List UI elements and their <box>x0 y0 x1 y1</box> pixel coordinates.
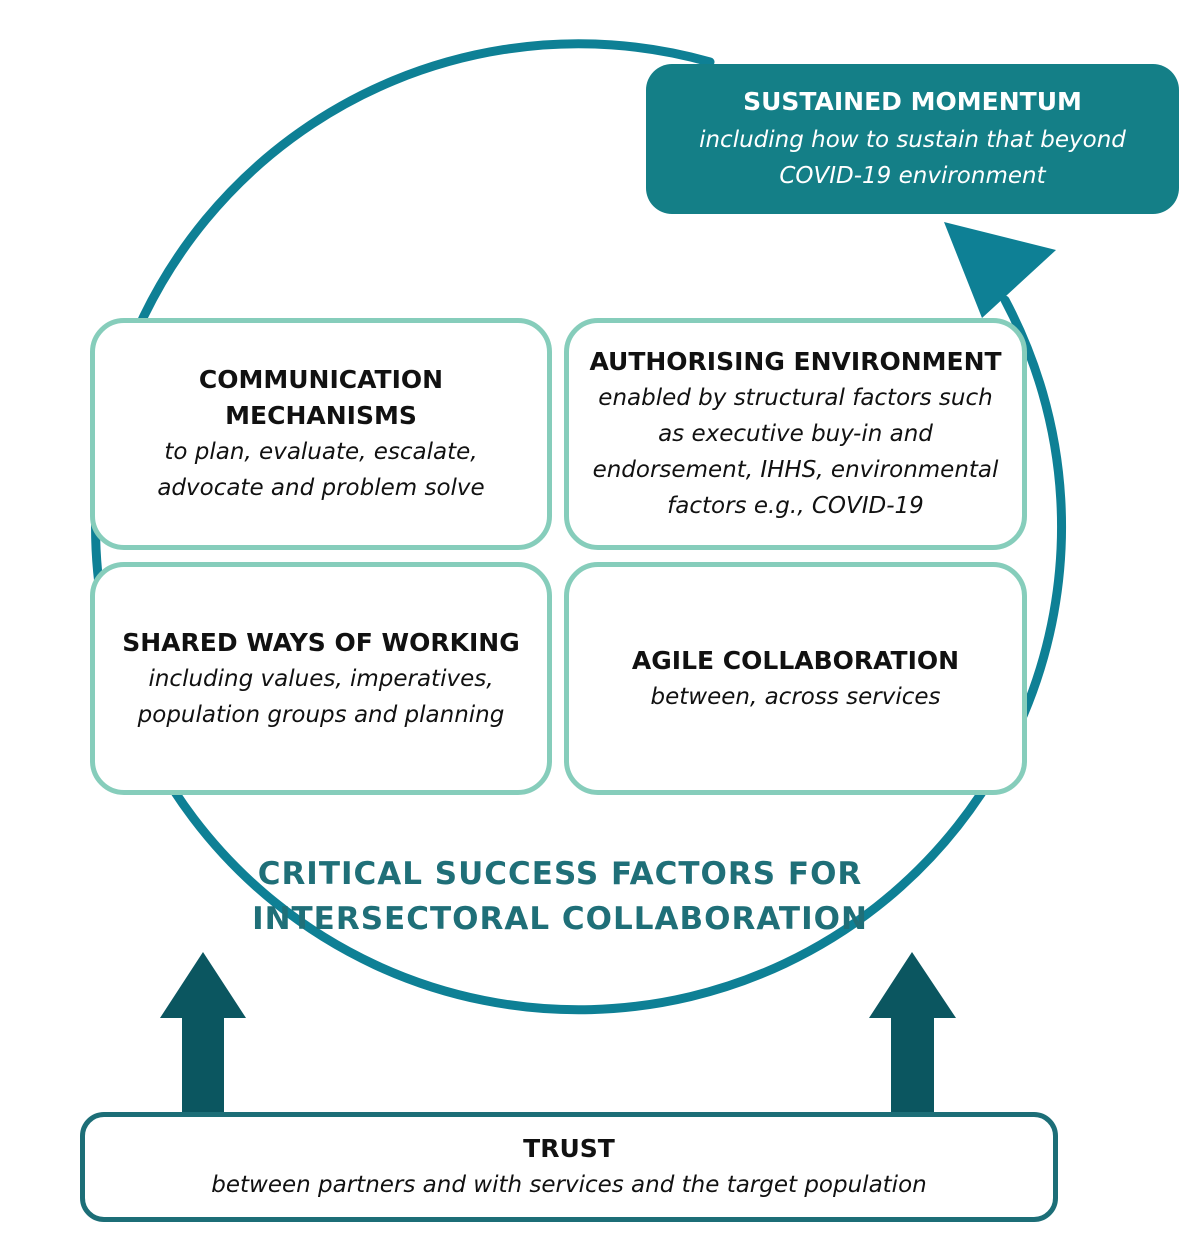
momentum-title: SUSTAINED MOMENTUM <box>743 87 1082 116</box>
authorising-environment-box: AUTHORISING ENVIRONMENT enabled by struc… <box>564 318 1027 550</box>
factor-title-line: AGILE COLLABORATION <box>631 645 960 675</box>
factor-desc-line: including values, imperatives, <box>148 665 494 692</box>
sustained-momentum-box: SUSTAINED MOMENTUM including how to sust… <box>646 64 1179 214</box>
factor-title-line: AUTHORISING ENVIRONMENT <box>589 347 1002 376</box>
factor-desc-line: factors e.g., COVID-19 <box>667 493 924 519</box>
factor-title-line: SHARED WAYS OF WORKING <box>122 627 520 657</box>
factor-desc-line: advocate and problem solve <box>157 475 485 501</box>
factor-desc-line: enabled by structural factors such <box>598 385 993 411</box>
shared-ways-of-working-box: SHARED WAYS OF WORKING including values,… <box>90 562 552 795</box>
agile-collaboration-box: AGILE COLLABORATION between, across serv… <box>564 562 1027 795</box>
factor-desc-line: as executive buy-in and <box>658 421 933 447</box>
trust-arrow-left <box>160 952 246 1112</box>
factor-desc-line: between, across services <box>650 683 941 710</box>
factor-desc-line: population groups and planning <box>137 701 505 728</box>
momentum-line-1: including how to sustain that beyond <box>699 127 1126 153</box>
critical-success-factors-heading: CRITICAL SUCCESS FACTORS FOR INTERSECTOR… <box>200 852 920 942</box>
trust-subtitle: between partners and with services and t… <box>211 1172 927 1198</box>
momentum-line-2: COVID-19 environment <box>779 163 1046 189</box>
trust-box: TRUST between partners and with services… <box>80 1112 1058 1222</box>
heading-line-2: INTERSECTORAL COLLABORATION <box>252 901 868 937</box>
factor-desc-line: to plan, evaluate, escalate, <box>164 439 478 465</box>
communication-mechanisms-box: COMMUNICATION MECHANISMS to plan, evalua… <box>90 318 552 550</box>
factor-desc-line: endorsement, IHHS, environmental <box>592 457 999 483</box>
ring-arrowhead <box>944 222 1056 318</box>
trust-arrow-right <box>869 952 956 1112</box>
heading-line-1: CRITICAL SUCCESS FACTORS FOR <box>257 856 863 892</box>
trust-title: TRUST <box>523 1134 615 1163</box>
factor-title-line: MECHANISMS <box>225 401 417 430</box>
factor-title-line: COMMUNICATION <box>198 365 444 394</box>
